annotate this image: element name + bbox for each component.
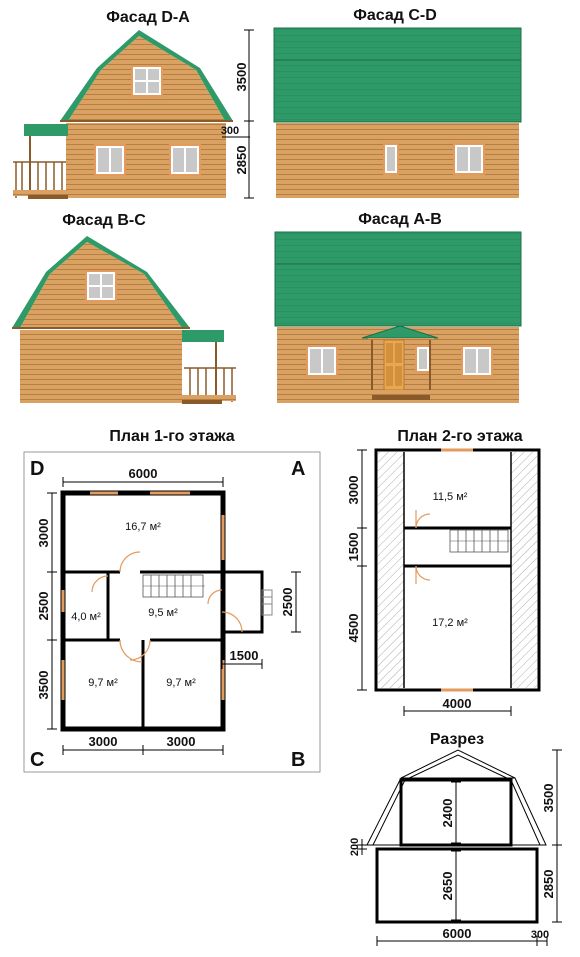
facade-d-a-window-right (169, 144, 201, 176)
facade-c-d-title: Фасад C-D (353, 7, 437, 24)
section-dim-bottom: 6000 (443, 926, 472, 941)
plan-2-dim-left-top: 3000 (346, 476, 361, 505)
plan-1-room-big: 16,7 м² (125, 521, 161, 533)
facade-b-c-title: Фасад B-C (62, 212, 146, 229)
facade-b-c-roof-edge (12, 236, 190, 328)
plan-1-room-bl: 9,7 м² (88, 677, 118, 689)
facade-a-b-roof-upper (274, 231, 522, 265)
plan-2-stairs (449, 529, 510, 553)
plan-1-dim-left-mid: 2500 (36, 592, 51, 621)
facade-d-a-dim-offset: 300 (221, 125, 239, 137)
section-title: Разрез (430, 731, 484, 748)
section-dim-bottom-offset: 300 (531, 929, 549, 941)
facade-a-b-roof-lower (274, 263, 522, 327)
plan-1-dim-left-bot: 3500 (36, 671, 51, 700)
facade-d-a-roof-edge (60, 30, 233, 121)
facade-b-c: Фасад B-C (12, 212, 236, 404)
plan-1-dim-top: 6000 (129, 466, 158, 481)
plan-2: План 2-го этажа 11,5 м² 17,2 м² (346, 428, 541, 716)
plan-2-room-top: 11,5 м² (433, 491, 468, 503)
section-dim-right-roof: 3500 (541, 784, 556, 813)
facade-d-a: Фасад D-A (13, 9, 254, 199)
facade-c-d-window (453, 143, 485, 175)
plan-1-room-hall: 9,5 м² (148, 607, 178, 619)
plan-1-dim-left-top: 3000 (36, 519, 51, 548)
facade-d-a-window-left (94, 144, 126, 176)
facade-a-b: Фасад A-B (274, 211, 522, 403)
plan-2-dim-left-bot: 4500 (346, 614, 361, 643)
section-ground-floor (375, 847, 539, 924)
facade-a-b-window-right (461, 345, 493, 377)
plan-1-corner-b: B (291, 749, 305, 771)
plan-2-room-bottom: 17,2 м² (432, 617, 468, 629)
plan-1-frame (23, 451, 321, 773)
plan-1-corner-a: A (291, 458, 305, 480)
facade-d-a-porch (13, 124, 68, 199)
facade-b-c-attic-window (85, 270, 117, 302)
facade-c-d-roof-upper (273, 27, 522, 61)
plan-2-knee-wall-left (378, 452, 404, 688)
facade-a-b-entrance (361, 325, 439, 400)
section-dim-inner-bot: 2650 (440, 872, 455, 901)
plan-1-dim-right-porch: 2500 (280, 588, 295, 617)
section-dim-inner-top: 2400 (440, 799, 455, 828)
plan-1-room-small: 4,0 м² (71, 611, 101, 623)
facade-b-c-porch (182, 330, 236, 404)
plan-1-room-br: 9,7 м² (166, 677, 196, 689)
section: Разрез 2400 2650 3500 2850 200 6000 300 (349, 731, 562, 946)
plan-1-corner-c: C (30, 749, 44, 771)
plan-1-stairs (142, 574, 205, 598)
plan-2-dim-bottom: 4000 (443, 696, 472, 711)
facade-b-c-wall (20, 330, 182, 403)
facade-c-d-roof-lower (273, 59, 522, 123)
section-attic-room (399, 778, 513, 847)
plan-1-dim-porch-width: 1500 (230, 648, 259, 663)
plan-1-dim-bottom-left: 3000 (89, 734, 118, 749)
facade-d-a-dim-wall: 2850 (234, 146, 249, 175)
plan-2-knee-wall-right (511, 452, 537, 688)
section-dim-right-wall: 2850 (541, 870, 556, 899)
plan-2-dim-left-mid: 1500 (346, 533, 361, 562)
facade-d-a-dim-roof: 3500 (234, 63, 249, 92)
plan-1: План 1-го этажа D A C B (23, 428, 321, 773)
section-dim-floor: 200 (349, 838, 361, 856)
facade-d-a-attic-window (131, 65, 163, 97)
plan-2-title: План 2-го этажа (397, 428, 522, 445)
facade-d-a-title: Фасад D-A (106, 9, 190, 26)
facade-c-d-window-small (383, 143, 399, 175)
plan-1-dim-bottom-right: 3000 (167, 734, 196, 749)
plan-1-title: План 1-го этажа (109, 428, 234, 445)
facade-a-b-title: Фасад A-B (358, 211, 442, 228)
facade-c-d: Фасад C-D (273, 7, 522, 198)
plan-1-corner-d: D (30, 458, 44, 480)
facade-d-a-wall (66, 123, 226, 198)
facade-a-b-window-left (306, 345, 338, 377)
